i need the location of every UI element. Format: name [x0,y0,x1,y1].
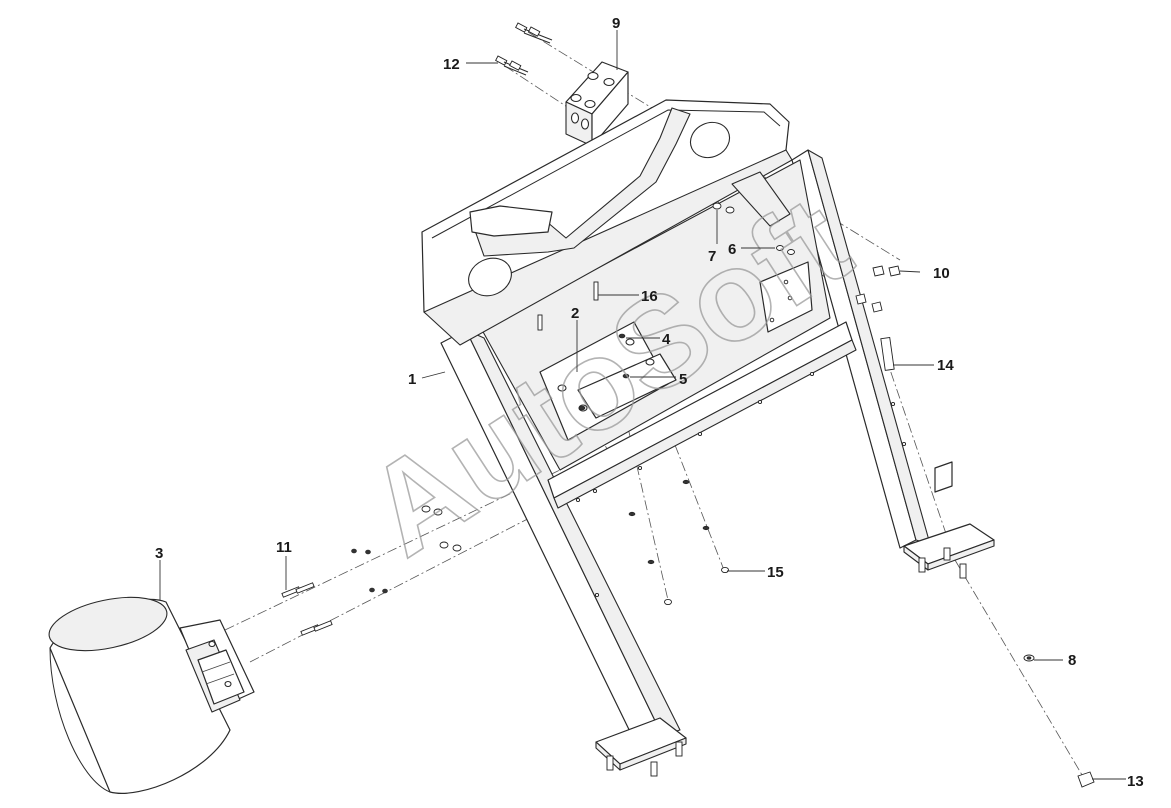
callout-10: 10 [933,265,950,282]
callout-9: 9 [612,15,620,32]
plate-part-2 [539,321,677,441]
callout-7: 7 [708,248,716,265]
clamp-block-part-9 [565,61,629,147]
bolts-part-11 [281,505,462,636]
callout-11: 11 [276,539,292,556]
callout-3: 3 [155,545,163,562]
bolts-part-12 [495,22,553,76]
callout-14: 14 [937,357,954,374]
callout-leaders [159,30,1126,780]
callout-15: 15 [767,564,784,581]
cylinder-part-3 [48,596,255,794]
callout-6: 6 [728,241,736,258]
callout-12: 12 [443,56,460,73]
callout-8: 8 [1068,652,1076,669]
bracket-part-6 [731,171,813,333]
callout-16: 16 [641,288,658,305]
callout-2: 2 [571,305,579,322]
callout-13: 13 [1127,773,1144,790]
callout-1: 1 [408,371,416,388]
callouts: 1 2 3 4 5 6 7 8 9 10 11 12 13 14 15 16 [155,15,1144,790]
callout-5: 5 [679,371,687,388]
hardware-washers-nuts [537,202,1095,788]
callout-4: 4 [662,331,671,348]
